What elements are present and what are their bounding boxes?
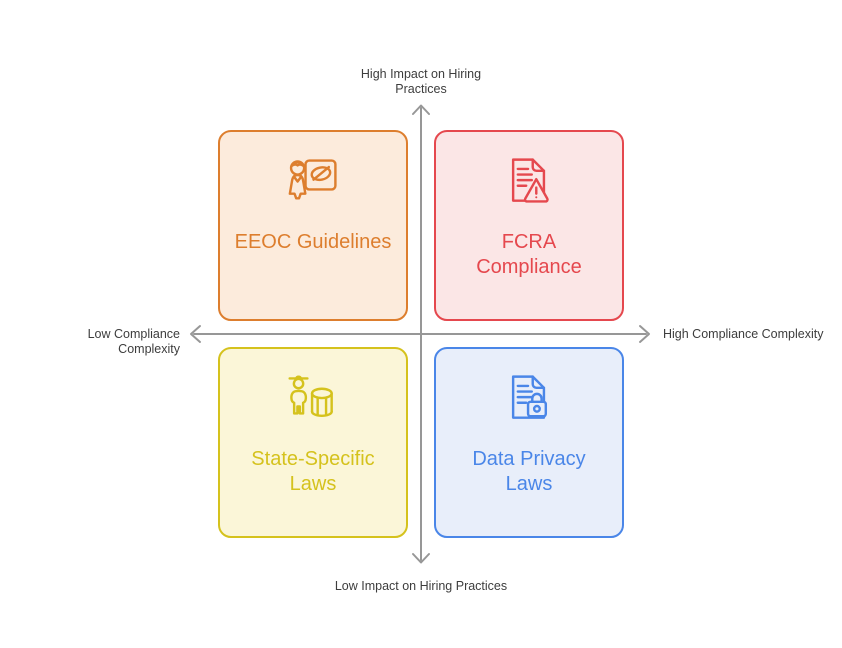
person-presentation-icon (285, 154, 341, 210)
quadrant-label: FCRA Compliance (476, 231, 582, 278)
person-column-icon (285, 371, 341, 427)
arrow-down-icon (412, 553, 430, 564)
axis-label-left: Low Compliance Complexity (87, 327, 180, 356)
document-warning-icon (501, 154, 557, 210)
quadrant-fcra-compliance: FCRA Compliance (434, 130, 624, 321)
quadrant-state-specific-laws: State-Specific Laws (218, 347, 408, 538)
axis-label-right: High Compliance Complexity (663, 327, 824, 341)
arrow-right-icon (639, 325, 650, 343)
quadrant-data-privacy-laws: Data Privacy Laws (434, 347, 624, 538)
quadrant-eeoc-guidelines: EEOC Guidelines (218, 130, 408, 321)
axis-label-top: High Impact on Hiring Practices (360, 67, 482, 96)
quadrant-label: EEOC Guidelines (234, 231, 392, 253)
arrow-up-icon (412, 104, 430, 115)
quadrant-label: State-Specific Laws (251, 448, 375, 495)
quadrant-label: Data Privacy Laws (472, 448, 586, 495)
axis-label-bottom: Low Impact on Hiring Practices (334, 579, 508, 593)
document-lock-icon (501, 371, 557, 427)
arrow-left-icon (190, 325, 201, 343)
